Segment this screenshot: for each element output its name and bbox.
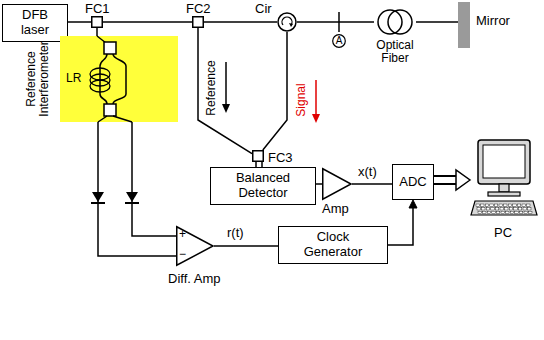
fiber-wire [214, 246, 278, 247]
signal-label: Signal [295, 83, 309, 116]
fiber-wire [198, 28, 252, 154]
tri-node: Amp [322, 168, 352, 200]
pc-symbol [470, 138, 538, 220]
measure-tick [338, 12, 340, 32]
fiber-wire [297, 22, 374, 23]
fiber-wire [68, 22, 91, 23]
signal-label: Reference [205, 60, 219, 115]
signal-label: LR [66, 72, 81, 86]
process-box: ADC [392, 164, 434, 200]
tri-symbol [322, 168, 352, 200]
fiber-wire [352, 184, 392, 185]
photodiode [125, 192, 139, 203]
cir-symbol [277, 12, 297, 32]
sq-symbol [192, 16, 204, 28]
sq-symbol [91, 16, 103, 28]
node-label: Mirror [476, 14, 510, 28]
sq-symbol [252, 150, 264, 162]
node-label: PC [494, 226, 512, 240]
fiber-wire [416, 22, 458, 23]
fiber-wire [263, 32, 287, 150]
signal-label: + [179, 228, 186, 242]
fiber-wire [388, 200, 417, 245]
pc-node: PC [470, 138, 538, 220]
coil-node: Optical Fiber [374, 9, 416, 35]
process-box: DFB laser [2, 4, 68, 42]
coil-symbol [374, 9, 416, 35]
process-box: Clock Generator [278, 226, 388, 264]
process-box: Balanced Detector [210, 167, 316, 205]
node-label: Amp [322, 202, 349, 216]
signal-label: x(t) [357, 165, 378, 180]
data-arrow [434, 170, 470, 190]
node-label: Cir [255, 2, 272, 16]
fiber-wire [103, 22, 192, 23]
node-label: ADC [399, 175, 426, 190]
cir-node: Cir [277, 12, 297, 32]
mirror-node: Mirror [458, 2, 470, 48]
node-label: Optical Fiber [364, 39, 426, 65]
node-label: Diff. Amp [168, 272, 221, 286]
fiber-wire [97, 28, 98, 36]
signal-label: r(t) [226, 226, 245, 241]
fiber-wire [316, 184, 322, 185]
node-label: Reference Interferometer [25, 29, 51, 129]
node-label: FC2 [186, 2, 211, 16]
sq-node: FC3 [252, 150, 264, 162]
signal-label: − [179, 248, 186, 262]
direction-arrow [312, 80, 320, 123]
node-label: Balanced Detector [211, 171, 315, 201]
arrowhead [456, 170, 470, 190]
fiber-wire [132, 122, 176, 236]
fiber-wire [98, 122, 176, 256]
photodiode [91, 192, 105, 203]
node-label: Clock Generator [298, 230, 368, 260]
node-label: DFB laser [15, 8, 55, 38]
arrowhead [409, 200, 417, 208]
fiber-wire [204, 22, 277, 23]
direction-arrow [222, 62, 230, 113]
node-label: FC3 [268, 151, 293, 165]
ring-node: A [332, 34, 346, 48]
sq-node: FC2 [192, 16, 204, 28]
mirror-symbol [458, 2, 470, 48]
sq-node: FC1 [91, 16, 103, 28]
node-label: A [332, 34, 346, 48]
node-label: FC1 [85, 2, 110, 16]
